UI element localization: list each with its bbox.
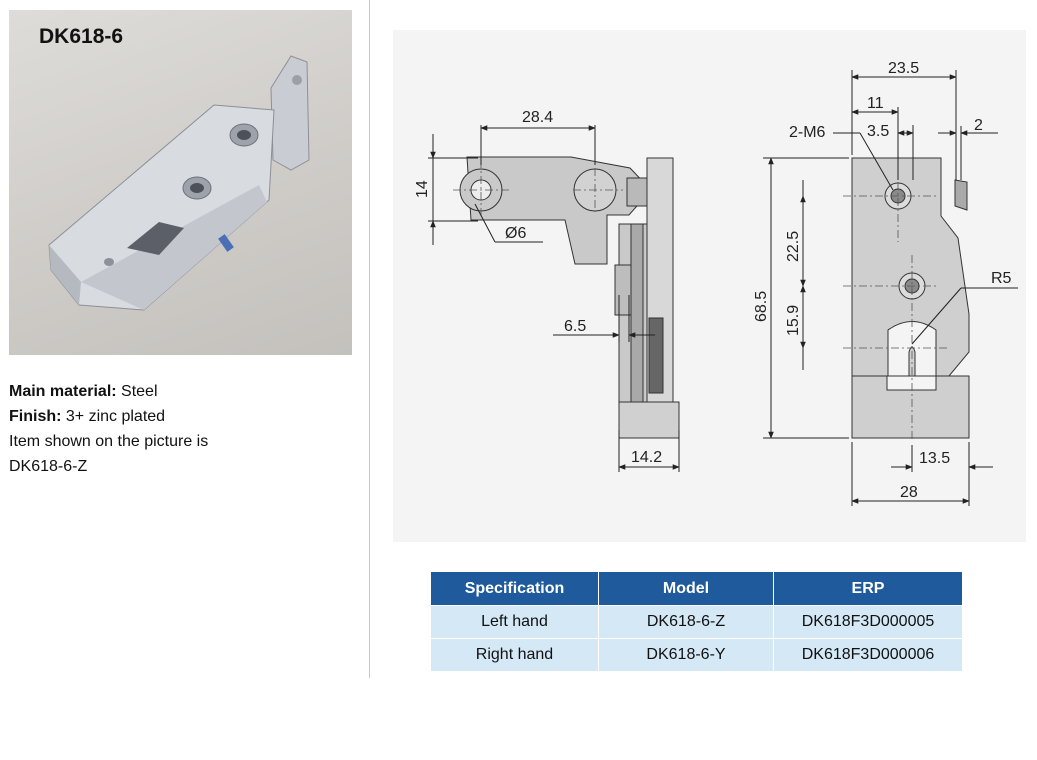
- product-properties: Main material: Steel Finish: 3+ zinc pla…: [9, 379, 208, 479]
- dim-68-5: 68.5: [753, 291, 770, 322]
- dim-15-9: 15.9: [785, 305, 802, 336]
- cell-erp: DK618F3D000005: [773, 605, 962, 639]
- finish-label: Finish:: [9, 408, 62, 425]
- dim-23-5: 23.5: [888, 60, 919, 77]
- note-line-2: DK618-6-Z: [9, 458, 88, 475]
- dim-22-5: 22.5: [785, 231, 802, 262]
- table-header-row: Specification Model ERP: [431, 572, 962, 606]
- dim-6-5: 6.5: [564, 318, 586, 335]
- front-view-centerlines: [843, 150, 948, 440]
- latch-photo-illustration: [48, 55, 310, 311]
- dim-14-2: 14.2: [631, 449, 662, 466]
- material-line: Main material: Steel: [9, 379, 208, 404]
- material-value: Steel: [116, 383, 158, 400]
- cell-specification: Right hand: [431, 638, 599, 671]
- cell-specification: Left hand: [431, 605, 599, 639]
- material-label: Main material:: [9, 383, 117, 400]
- dim-r5: R5: [991, 270, 1012, 287]
- dim-28-4: 28.4: [522, 109, 553, 126]
- table-row: Right hand DK618-6-Y DK618F3D000006: [431, 638, 962, 671]
- product-code-title: DK618-6: [39, 25, 124, 48]
- header-model: Model: [598, 572, 774, 606]
- dim-14: 14: [414, 180, 431, 198]
- dim-3-5: 3.5: [867, 123, 889, 140]
- front-view: [851, 157, 970, 439]
- table-row: Left hand DK618-6-Z DK618F3D000005: [431, 605, 962, 639]
- dim-13-5: 13.5: [919, 450, 950, 467]
- cell-model: DK618-6-Y: [598, 638, 774, 671]
- header-erp: ERP: [773, 572, 962, 606]
- cell-model: DK618-6-Z: [598, 605, 774, 639]
- header-specification: Specification: [431, 572, 599, 606]
- side-view-centerlines: [453, 160, 623, 220]
- dim-2-m6: 2-M6: [789, 124, 826, 141]
- dim-phi-6: Ø6: [505, 225, 526, 242]
- finish-value: 3+ zinc plated: [61, 408, 166, 425]
- note-line-1: Item shown on the picture is: [9, 433, 209, 450]
- dim-2: 2: [974, 117, 983, 134]
- technical-drawing: 28.4 14 Ø6 6.5 14.2: [393, 30, 1026, 542]
- vertical-divider: [369, 0, 370, 678]
- finish-line: Finish: 3+ zinc plated: [9, 404, 208, 429]
- side-view-dimensions: [428, 125, 680, 472]
- specification-table: Specification Model ERP Left hand DK618-…: [431, 572, 962, 671]
- side-view: [459, 156, 680, 439]
- dim-11: 11: [867, 95, 884, 112]
- dimension-drawing: 28.4 14 Ø6 6.5 14.2: [414, 60, 1018, 506]
- cell-erp: DK618F3D000006: [773, 638, 962, 671]
- dim-28: 28: [900, 484, 918, 501]
- product-photo: DK618-6: [9, 10, 352, 355]
- front-view-dimensions: [763, 70, 1018, 506]
